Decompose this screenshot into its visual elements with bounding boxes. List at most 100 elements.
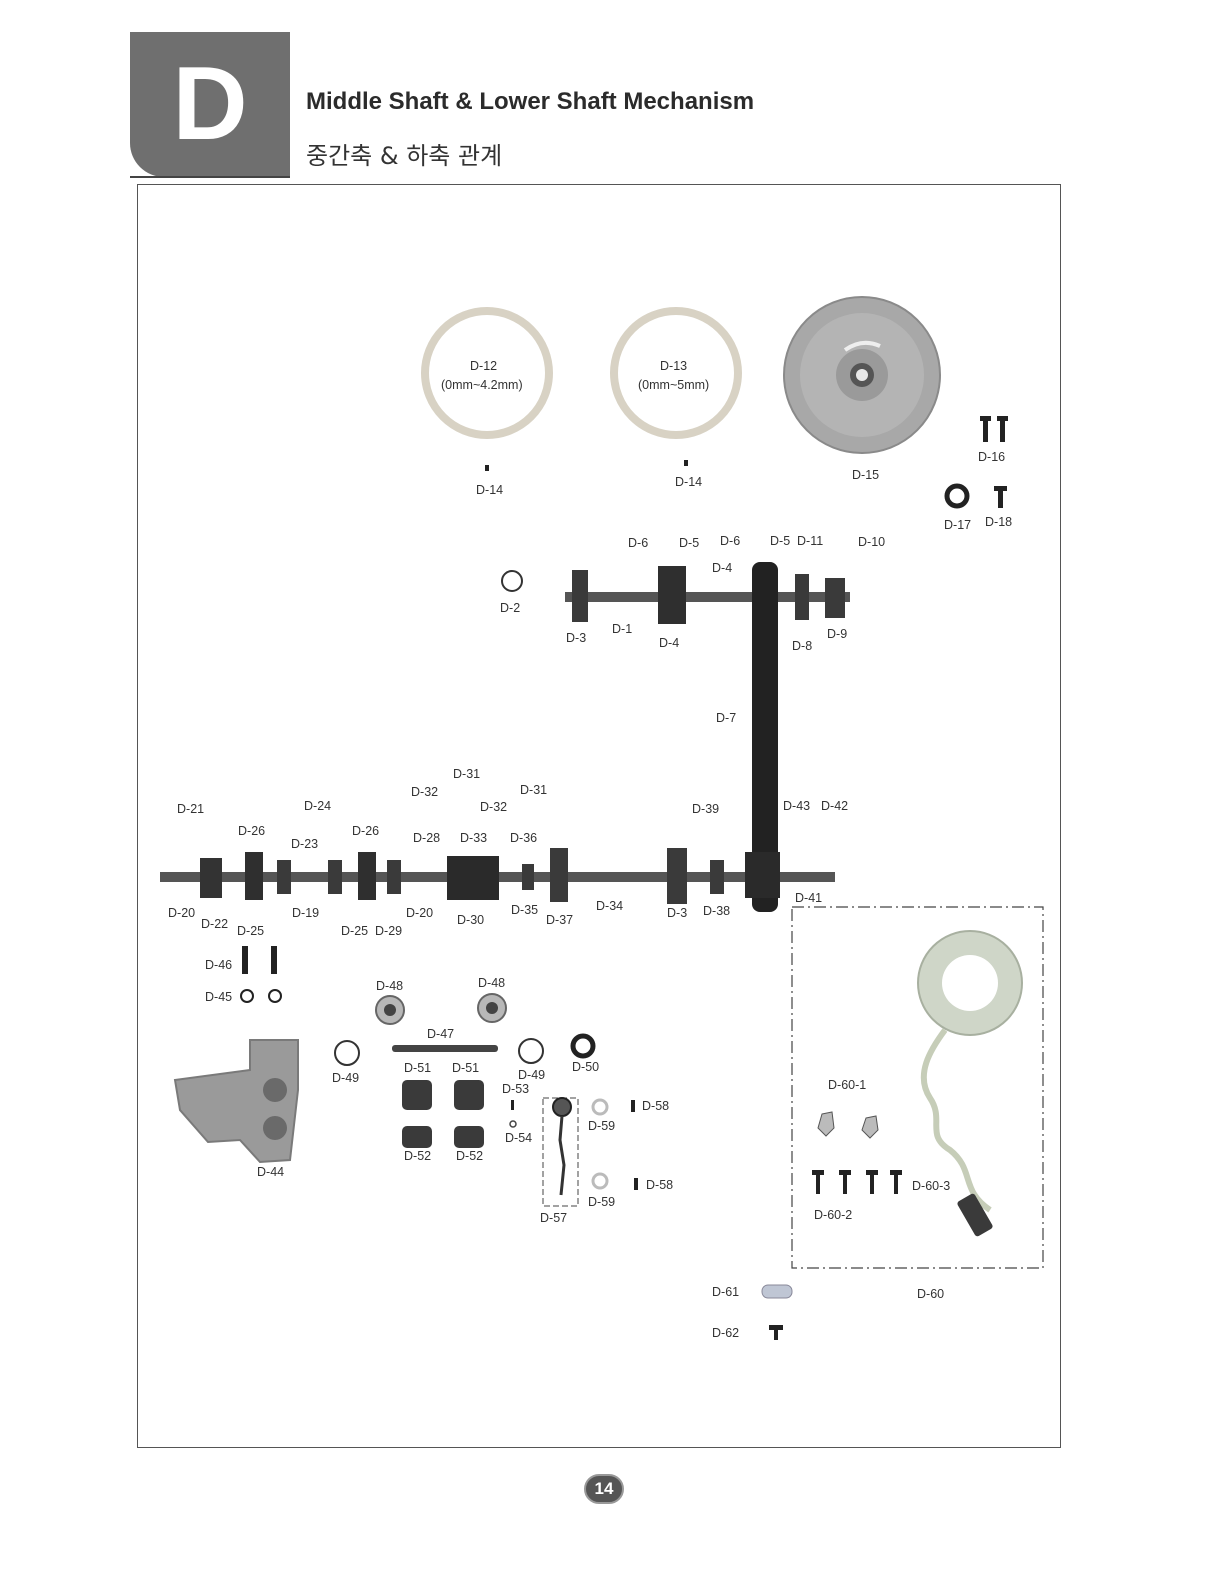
diagram-frame	[137, 184, 1061, 1448]
screw-d46b	[271, 946, 277, 974]
gear-d4	[658, 566, 686, 624]
label-d52b: D-52	[456, 1149, 483, 1163]
screw-d14a	[485, 465, 489, 471]
label-d1: D-1	[612, 622, 632, 636]
label-d53: D-53	[502, 1082, 529, 1096]
section-tab	[130, 32, 290, 177]
screw-d58a	[631, 1100, 635, 1112]
label-d38: D-38	[703, 904, 730, 918]
ring-d59b	[591, 1172, 609, 1190]
label-d49a: D-49	[332, 1071, 359, 1085]
screw-d16b	[1000, 418, 1005, 442]
screw-d14b	[684, 460, 688, 466]
washer-d50	[570, 1033, 596, 1059]
label-d58a: D-58	[642, 1099, 669, 1113]
label-d12: D-12	[470, 359, 497, 373]
label-d32a: D-32	[411, 785, 438, 799]
clip-d60-1b	[861, 1115, 879, 1139]
label-d58b: D-58	[646, 1178, 673, 1192]
label-d33: D-33	[460, 831, 487, 845]
label-d22: D-22	[201, 917, 228, 931]
label-d4: D-4	[659, 636, 679, 650]
rod-d47	[392, 1045, 498, 1052]
washer-d54	[509, 1120, 517, 1128]
label-d41: D-41	[795, 891, 822, 905]
washer-d45a	[240, 989, 254, 1003]
cap-d61	[761, 1284, 793, 1299]
label-d44: D-44	[257, 1165, 284, 1179]
label-d6a: D-6	[628, 536, 648, 550]
label-d43: D-43	[783, 799, 810, 813]
label-d39: D-39	[692, 802, 719, 816]
label-d23: D-23	[291, 837, 318, 851]
snap-ring-d49b	[518, 1038, 544, 1064]
bushing-d52a	[402, 1126, 432, 1148]
washer-d17	[944, 483, 970, 509]
label-d4-top: D-4	[712, 561, 732, 575]
label-d48b: D-48	[478, 976, 505, 990]
bushing-d52b	[454, 1126, 484, 1148]
label-d13-range: (0mm~5mm)	[638, 378, 709, 392]
page-title-korean: 중간축 & 하축 관계	[306, 142, 503, 170]
timing-belt-d7	[752, 562, 778, 912]
label-d52a: D-52	[404, 1149, 431, 1163]
screw-d53	[511, 1100, 514, 1110]
label-d36: D-36	[510, 831, 537, 845]
label-d57: D-57	[540, 1211, 567, 1225]
label-d50: D-50	[572, 1060, 599, 1074]
bearing-d3	[572, 570, 588, 622]
label-d60-1: D-60-1	[828, 1078, 866, 1092]
label-d42: D-42	[821, 799, 848, 813]
label-d25b: D-25	[341, 924, 368, 938]
label-d47: D-47	[427, 1027, 454, 1041]
bearing-d37	[550, 848, 568, 902]
sensor-d57	[552, 1097, 572, 1117]
section-letter: D	[172, 46, 248, 162]
screw-d46a	[242, 946, 248, 974]
label-d26a: D-26	[238, 824, 265, 838]
label-d37: D-37	[546, 913, 573, 927]
bushing-d51b	[454, 1080, 484, 1110]
snap-ring-d49a	[334, 1040, 360, 1066]
cam-d25a	[245, 852, 263, 900]
label-d26b: D-26	[352, 824, 379, 838]
group-d60	[791, 906, 1044, 1269]
label-d25a: D-25	[237, 924, 264, 938]
label-d9: D-9	[827, 627, 847, 641]
label-d51a: D-51	[404, 1061, 431, 1075]
label-d18: D-18	[985, 515, 1012, 529]
label-d17: D-17	[944, 518, 971, 532]
label-d20b: D-20	[406, 906, 433, 920]
label-d15: D-15	[852, 468, 879, 482]
label-d45: D-45	[205, 990, 232, 1004]
label-d51b: D-51	[452, 1061, 479, 1075]
bushing-d8	[795, 574, 809, 620]
ring-d12	[421, 307, 553, 439]
collar-d38	[710, 860, 724, 894]
middle-shaft-d1	[565, 592, 850, 602]
collar-d35	[522, 864, 534, 890]
label-d62: D-62	[712, 1326, 739, 1340]
label-d16: D-16	[978, 450, 1005, 464]
label-d32b: D-32	[480, 800, 507, 814]
screw-d16a	[983, 418, 988, 442]
collar-d23	[277, 860, 291, 894]
page-title-english: Middle Shaft & Lower Shaft Mechanism	[306, 88, 755, 115]
label-d60: D-60	[917, 1287, 944, 1301]
label-d13: D-13	[660, 359, 687, 373]
label-d3a: D-3	[566, 631, 586, 645]
page-number-badge: 14	[584, 1474, 624, 1504]
label-d31b: D-31	[520, 783, 547, 797]
bearing-d3b	[667, 848, 687, 904]
clip-d60-1a	[817, 1111, 835, 1137]
label-d60-3: D-60-3	[912, 1179, 950, 1193]
label-d28: D-28	[413, 831, 440, 845]
label-d3b: D-3	[667, 906, 687, 920]
screw-d60-2d	[894, 1172, 898, 1194]
label-d2: D-2	[500, 601, 520, 615]
screw-d18	[998, 488, 1003, 508]
label-d30: D-30	[457, 913, 484, 927]
label-d59a: D-59	[588, 1119, 615, 1133]
label-d19: D-19	[292, 906, 319, 920]
